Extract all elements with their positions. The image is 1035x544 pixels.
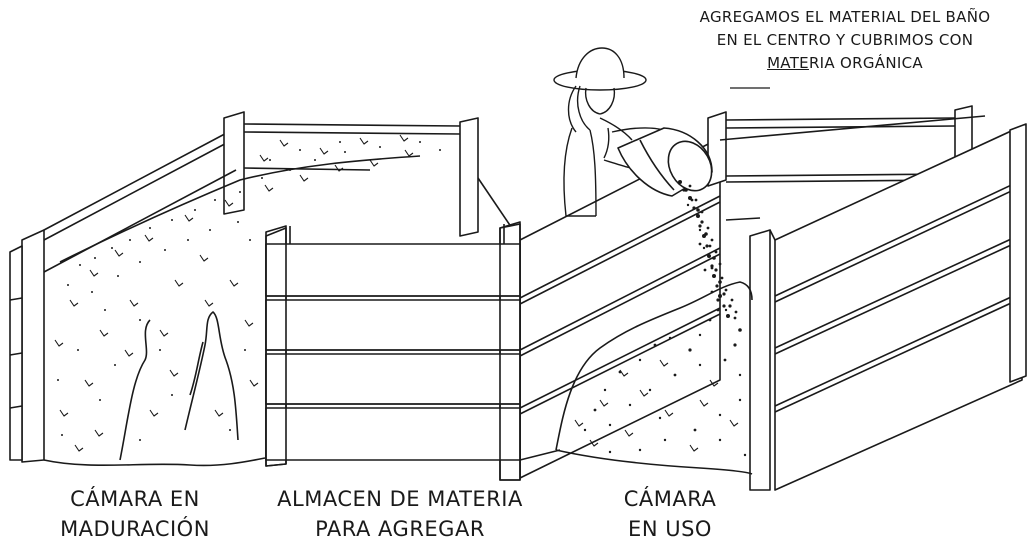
label-maturation-line-1: CÁMARA EN <box>70 487 200 511</box>
annotation-line-2: EN EL CENTRO Y CUBRIMOS CON <box>716 31 974 49</box>
annotation-line-3-rest: RIA ORGÁNICA <box>808 54 923 72</box>
label-in-use-chamber: CÁMARA EN USO <box>590 484 750 544</box>
label-in-use-line-2: EN USO <box>628 517 712 541</box>
label-maturation-chamber: CÁMARA EN MADURACIÓN <box>20 484 250 544</box>
maturation-chamber <box>9 111 479 467</box>
annotation-line-3: MATERIA ORGÁNICA <box>660 52 1030 75</box>
compost-texture-right <box>574 359 739 452</box>
storage-chamber <box>265 137 721 481</box>
label-in-use-line-1: CÁMARA <box>623 487 717 511</box>
label-storage-chamber: ALMACEN DE MATERIA PARA AGREGAR <box>255 484 545 544</box>
bucket-icon <box>617 127 713 197</box>
compost-texture-left <box>54 134 414 452</box>
annotation-line-3-underlined: MATE <box>767 54 809 72</box>
compost-stipple-left <box>57 141 441 441</box>
in-use-chamber <box>555 105 1027 491</box>
label-maturation-line-2: MADURACIÓN <box>60 517 210 541</box>
annotation-text: AGREGAMOS EL MATERIAL DEL BAÑO EN EL CEN… <box>660 6 1030 75</box>
label-storage-line-2: PARA AGREGAR <box>315 517 485 541</box>
label-storage-line-1: ALMACEN DE MATERIA <box>277 487 523 511</box>
annotation-line-1: AGREGAMOS EL MATERIAL DEL BAÑO <box>699 8 991 26</box>
falling-material <box>678 180 738 318</box>
